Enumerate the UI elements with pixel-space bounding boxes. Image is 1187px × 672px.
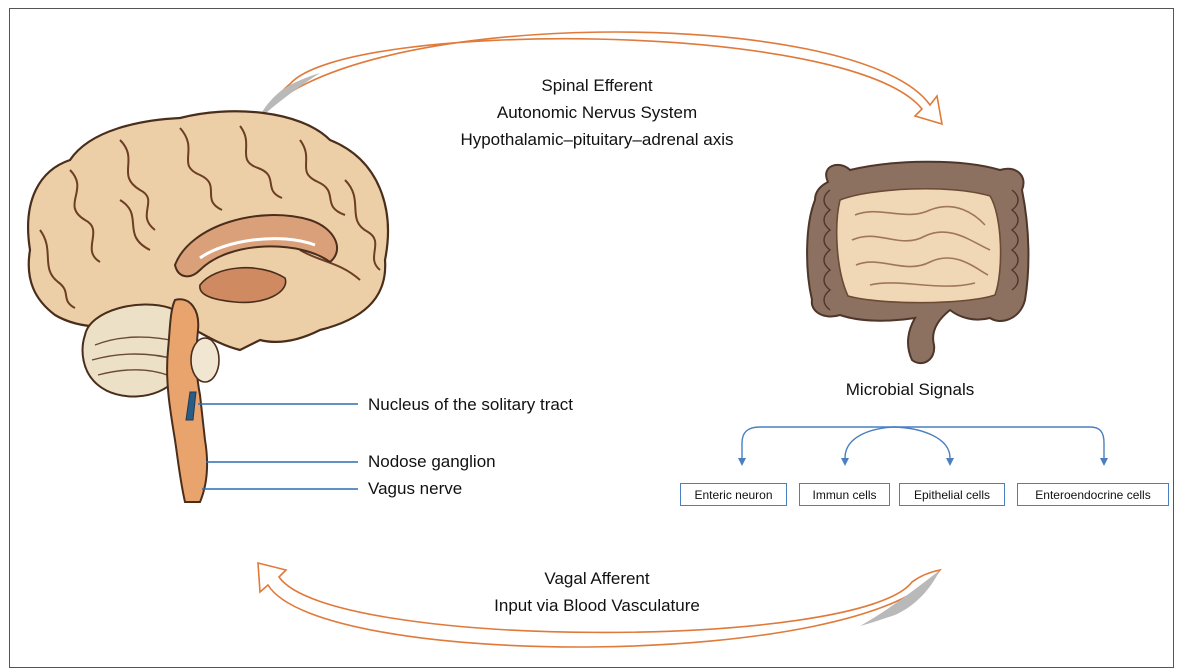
immun-cells-box: Immun cells xyxy=(799,483,890,506)
enteroendocrine-cells-box: Enteroendocrine cells xyxy=(1017,483,1169,506)
microbial-signals-title: Microbial Signals xyxy=(846,378,975,402)
vagus-label: Vagus nerve xyxy=(368,477,462,501)
afferent-title: Vagal Afferent xyxy=(544,567,649,591)
microbial-connectors xyxy=(738,427,1108,466)
efferent-title: Spinal Efferent xyxy=(541,74,652,98)
brainstem-leader-lines xyxy=(198,404,358,489)
enteric-neuron-box: Enteric neuron xyxy=(680,483,787,506)
efferent-hpa-label: Hypothalamic–pituitary–adrenal axis xyxy=(460,128,733,152)
efferent-ans-label: Autonomic Nervus System xyxy=(497,101,697,125)
intestine-icon xyxy=(807,162,1028,363)
nodose-label: Nodose ganglion xyxy=(368,450,496,474)
epithelial-cells-box: Epithelial cells xyxy=(899,483,1005,506)
nts-label: Nucleus of the solitary tract xyxy=(368,393,573,417)
afferent-blood-label: Input via Blood Vasculature xyxy=(494,594,700,618)
brain-sagittal-icon xyxy=(28,111,388,502)
